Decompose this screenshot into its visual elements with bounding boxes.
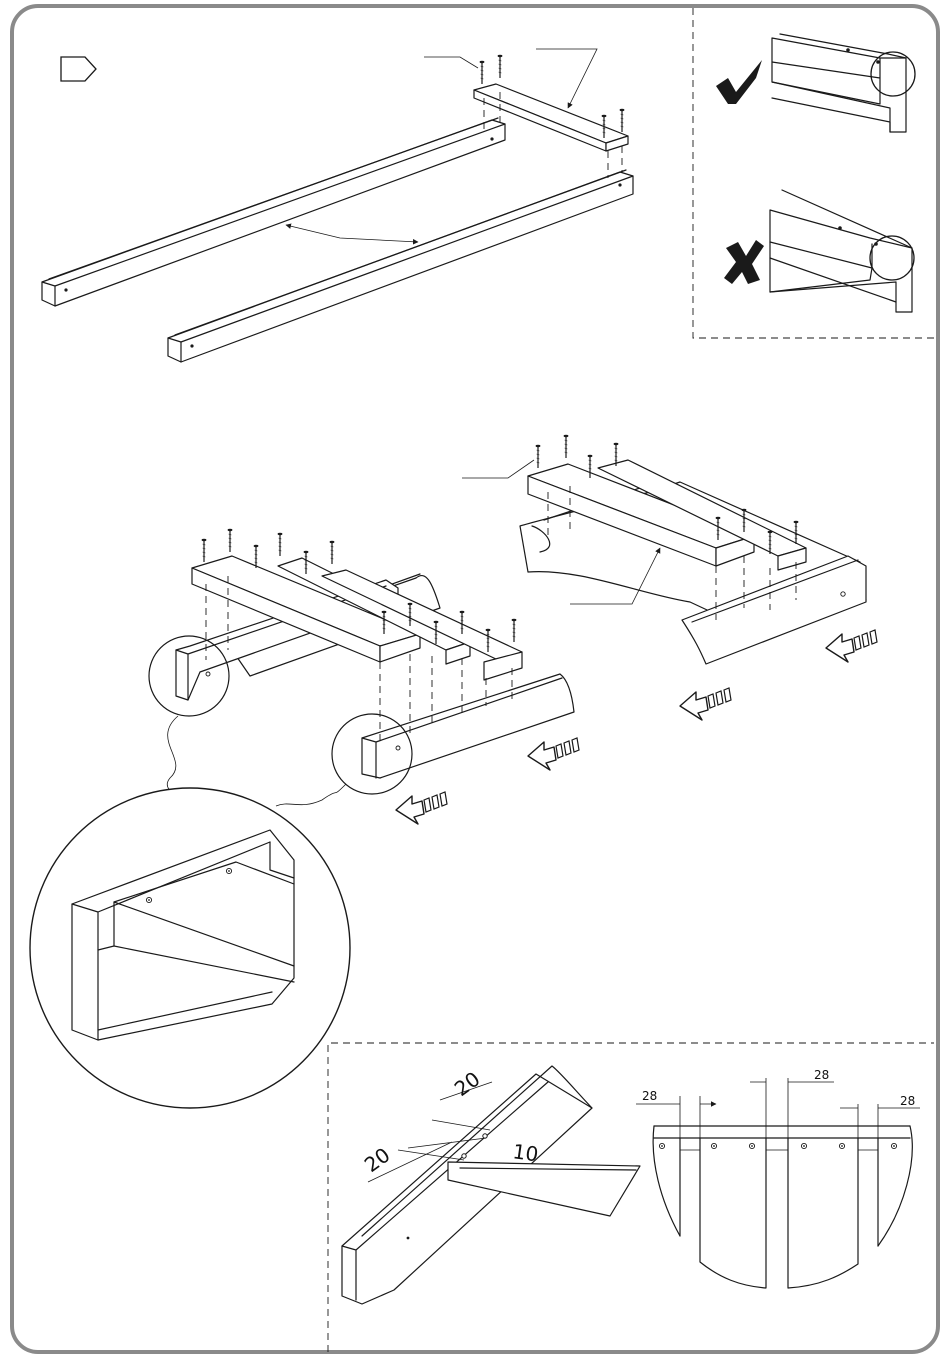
- cross-icon: [724, 240, 764, 284]
- wrong-example: [724, 190, 914, 312]
- left-assembly: [149, 529, 579, 824]
- correct-example: [716, 34, 915, 132]
- corner-dimension-detail: 20 20 10: [342, 1066, 640, 1304]
- dim-gap-left: 28: [642, 1089, 657, 1103]
- push-arrow-icon: [396, 792, 447, 824]
- top-rails-group: [42, 49, 633, 362]
- right-assembly: [462, 435, 877, 720]
- screw-leader-2: [462, 460, 534, 478]
- slat-leader: [536, 49, 597, 108]
- rail-pair-leader: [286, 225, 418, 242]
- pentagon-step-tag: [61, 57, 96, 81]
- push-arrow-icon: [528, 738, 579, 770]
- dim-gap-right: 28: [900, 1094, 915, 1108]
- spacing-dimension-detail: 28 28 28: [636, 1068, 920, 1288]
- dim-hole-inset: 10: [511, 1139, 540, 1166]
- push-arrow-icon: [826, 630, 877, 662]
- dim-offset-a: 20: [450, 1067, 485, 1101]
- push-arrow-icon: [680, 688, 731, 720]
- dim-gap-middle: 28: [814, 1068, 829, 1082]
- zoom-detail: [30, 788, 350, 1108]
- check-icon: [716, 60, 762, 104]
- screw-leader: [424, 57, 478, 68]
